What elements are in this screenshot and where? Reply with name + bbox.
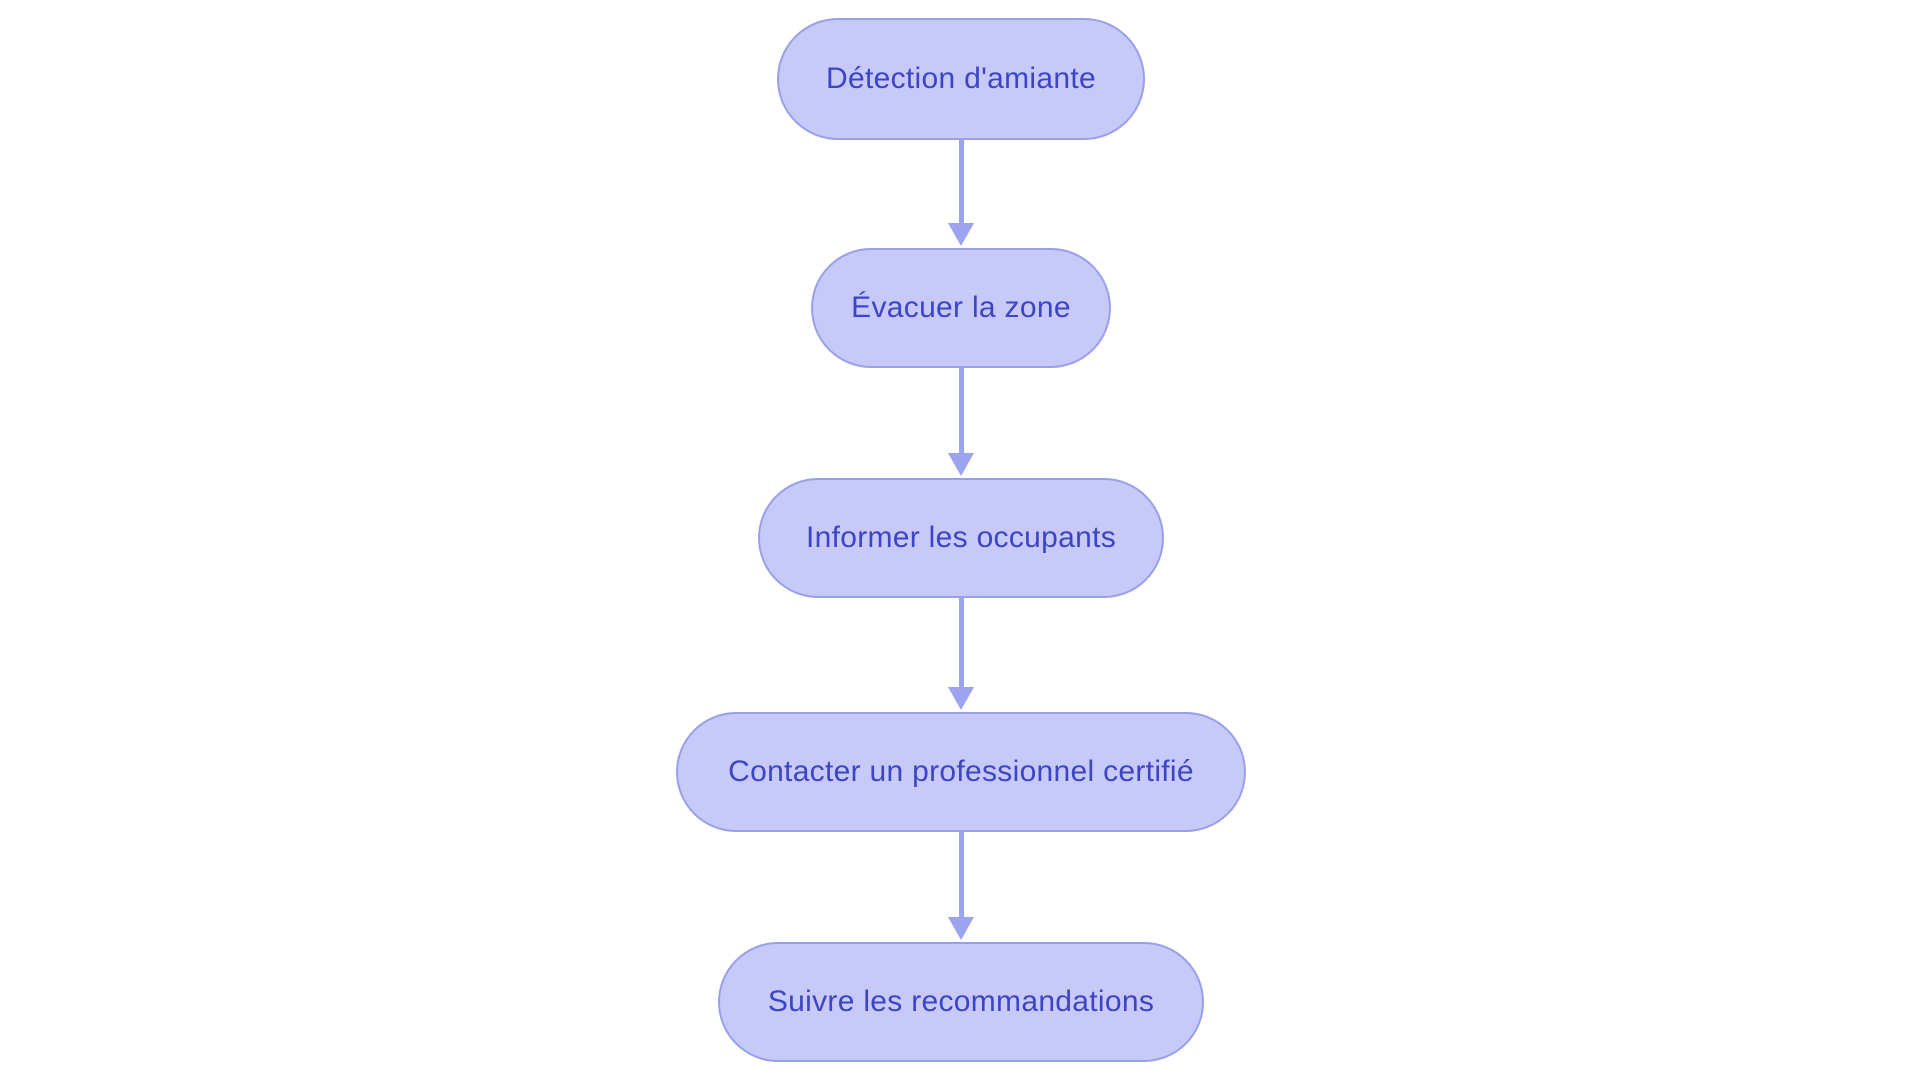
flow-node-label: Informer les occupants (805, 521, 1117, 554)
flow-node-contacter-professionnel: Contacter un professionnel certifié (676, 712, 1246, 832)
flow-node-label: Détection d'amiante (826, 62, 1096, 95)
flow-node-label: Suivre les recommandations (767, 985, 1155, 1018)
arrow-connector-2 (948, 368, 974, 476)
arrow-connector-3 (948, 598, 974, 710)
arrow-shaft (958, 368, 964, 453)
arrow-head-down-icon (948, 687, 974, 710)
arrow-head-down-icon (948, 917, 974, 940)
arrow-head-down-icon (948, 453, 974, 476)
arrow-shaft (958, 598, 964, 687)
arrow-shaft (958, 140, 964, 223)
flow-node-label: Contacter un professionnel certifié (728, 755, 1194, 788)
arrow-head-down-icon (948, 223, 974, 246)
arrow-shaft (958, 832, 964, 917)
flow-node-informer-occupants: Informer les occupants (758, 478, 1164, 598)
flow-node-suivre-recommandations: Suivre les recommandations (718, 942, 1204, 1062)
flow-node-evacuer-zone: Évacuer la zone (811, 248, 1111, 368)
arrow-connector-1 (948, 140, 974, 246)
arrow-connector-4 (948, 832, 974, 940)
flow-node-detection-amiante: Détection d'amiante (777, 18, 1145, 140)
flow-node-label: Évacuer la zone (851, 291, 1071, 324)
